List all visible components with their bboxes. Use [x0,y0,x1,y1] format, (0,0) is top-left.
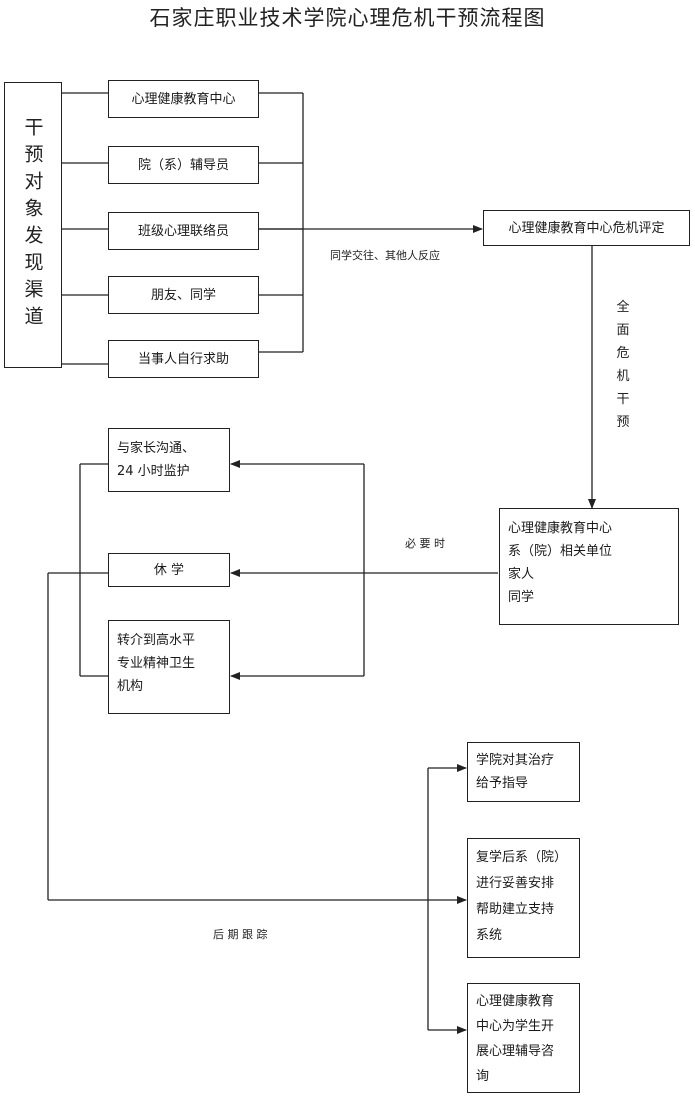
page-title: 石家庄职业技术学院心理危机干预流程图 [149,6,546,30]
channel-box-2: 院（系）辅导员 [108,146,259,184]
assessment-box: 心理健康教育中心危机评定 [483,210,690,246]
referral-measure-box: 转介到高水平 专业精神卫生 机构 [108,620,230,714]
intervene-arrow-label: 全 面 危 机 干 预 [611,296,635,434]
channel-box-5: 当事人自行求助 [108,340,259,378]
necessary-arrow-label: 必 要 时 [405,537,445,550]
channel-box-3: 班级心理联络员 [108,212,259,250]
return-line: 复学后系（院） [476,850,568,865]
units-box: 心理健康教育中心 系（院）相关单位 家人 同学 [499,508,679,625]
channel-box-1: 心理健康教育中心 [108,80,259,118]
followup-arrow-label: 后 期 跟 踪 [213,928,268,941]
return-line: 系统 [476,928,503,943]
suspend-measure-box: 休 学 [108,553,230,587]
guidance-box: 学院对其治疗 给予指导 [467,742,580,802]
intervene-char: 危 [616,346,630,361]
unit-line: 心理健康教育中心 [508,521,613,536]
intervene-char: 预 [616,415,630,430]
return-line: 进行妥善安排 [476,876,555,891]
intervene-char: 面 [616,323,630,338]
report-arrow-label: 同学交往、其他人反应 [330,249,440,262]
counsel-line: 询 [476,1069,490,1084]
guidance-line: 学院对其治疗 [476,753,555,768]
intervene-char: 机 [616,369,630,384]
counsel-line: 中心为学生开 [476,1019,555,1034]
family-measure-line: 24 小时监护 [117,464,190,479]
channels-header-box: 干预对象发现渠道 [4,82,62,368]
channel-box-4: 朋友、同学 [108,276,259,314]
intervene-char: 全 [616,300,630,315]
family-measure-line: 与家长沟通、 [117,441,196,456]
unit-line: 系（院）相关单位 [508,544,613,559]
channels-header-label: 干预对象发现渠道 [21,117,44,333]
family-measure-box: 与家长沟通、 24 小时监护 [108,428,230,492]
counsel-box: 心理健康教育 中心为学生开 展心理辅导咨 询 [467,983,580,1093]
referral-measure-line: 机构 [117,679,144,694]
unit-line: 同学 [508,590,535,605]
unit-line: 家人 [508,567,535,582]
counsel-line: 心理健康教育 [476,994,555,1009]
guidance-line: 给予指导 [476,776,529,791]
return-box: 复学后系（院） 进行妥善安排 帮助建立支持 系统 [467,838,580,958]
return-line: 帮助建立支持 [476,902,555,917]
intervene-char: 干 [616,392,630,407]
counsel-line: 展心理辅导咨 [476,1044,555,1059]
referral-measure-line: 专业精神卫生 [117,656,196,671]
referral-measure-line: 转介到高水平 [117,633,196,648]
